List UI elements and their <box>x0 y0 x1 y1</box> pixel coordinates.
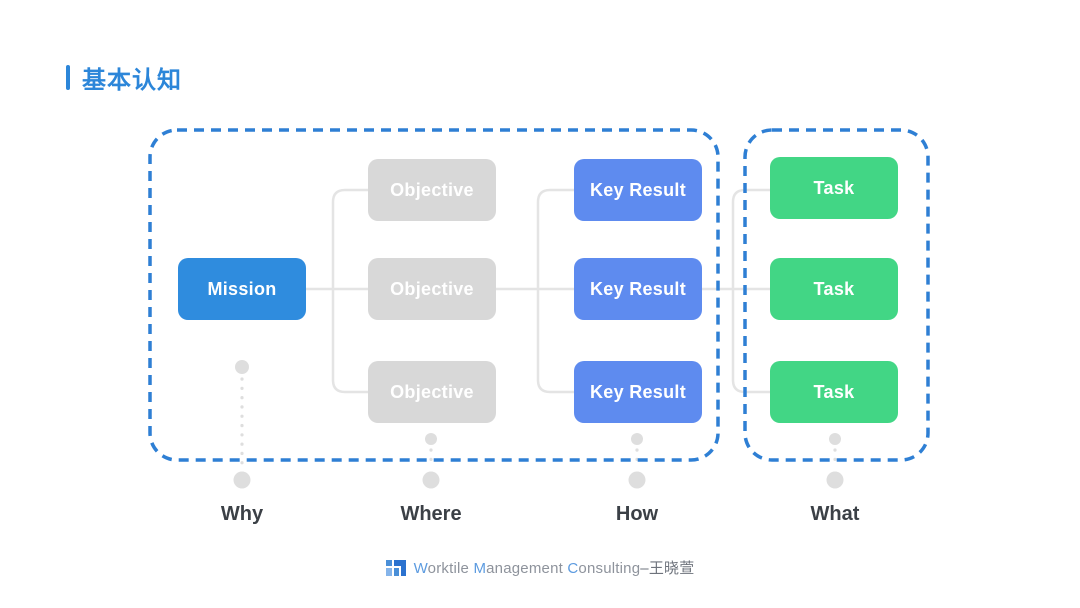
footer: Worktile Management Consulting–王晓萱 <box>0 557 1080 578</box>
column-marker-where <box>422 433 440 489</box>
column-label-where: Where <box>400 503 462 525</box>
task-node-1: Task <box>770 157 898 219</box>
task-node-3: Task <box>770 361 898 423</box>
footer-credit-text: Worktile Management Consulting–王晓萱 <box>414 557 695 578</box>
footer-segment: C <box>567 560 579 577</box>
objective-node-3: Objective <box>368 361 496 423</box>
page-title: 基本认知 <box>82 67 182 94</box>
title-accent-bar <box>66 65 70 90</box>
objective-node-1: Objective <box>368 159 496 221</box>
worktile-logo-icon <box>385 559 406 576</box>
key-result-node-1: Key Result <box>574 159 702 221</box>
footer-segment: anagement <box>486 560 568 577</box>
footer-segment: onsulting <box>578 560 641 577</box>
column-marker-why <box>233 360 251 489</box>
mission-node: Mission <box>178 258 306 320</box>
objective-node-2: Objective <box>368 258 496 320</box>
connectors-keyresults-tasks <box>702 188 770 394</box>
column-marker-what <box>826 433 844 489</box>
task-node-2: Task <box>770 258 898 320</box>
task-dashed-frame <box>743 128 930 462</box>
footer-segment: W <box>413 560 428 577</box>
connectors-mission-objectives <box>306 188 368 394</box>
key-result-node-2: Key Result <box>574 258 702 320</box>
footer-segment: orktile <box>427 560 474 577</box>
key-result-node-3: Key Result <box>574 361 702 423</box>
connectors-objectives-keyresults <box>496 188 574 394</box>
column-marker-how <box>628 433 646 489</box>
okr-dashed-frame <box>148 128 720 462</box>
footer-segment: –王晓萱 <box>640 560 695 577</box>
column-label-how: How <box>615 503 659 525</box>
footer-segment: M <box>473 560 487 577</box>
column-label-what: What <box>810 503 860 525</box>
page-title-row: 基本认知 <box>66 60 182 95</box>
column-label-why: Why <box>220 503 264 525</box>
